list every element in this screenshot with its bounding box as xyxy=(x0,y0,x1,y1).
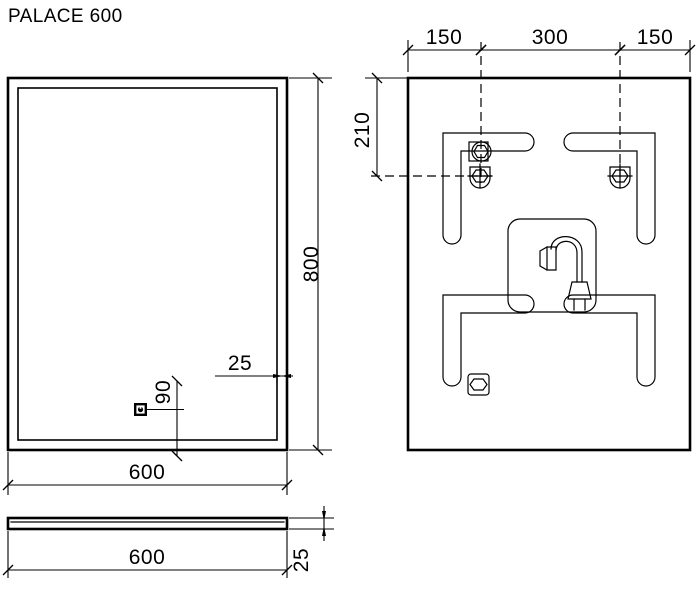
power-box-outline xyxy=(507,218,597,313)
dimension-label-front-width: 600 xyxy=(129,461,166,484)
bracket-channel-bottom-left xyxy=(442,294,535,387)
page-title: PALACE 600 xyxy=(8,6,123,27)
dimension-frame-edge: 25 xyxy=(215,352,293,383)
bracket-channel-top-right xyxy=(563,132,656,245)
bracket-channel-top-left xyxy=(442,132,535,245)
dimension-front-height: 800 xyxy=(289,72,332,456)
section-profile-outer xyxy=(6,516,289,531)
dimension-label-back-left: 150 xyxy=(426,26,463,49)
fixing-bottom-left xyxy=(467,373,490,396)
dimension-section-depth: 25 xyxy=(289,506,334,572)
dimension-sensor-height: 90 xyxy=(147,375,184,462)
power-supply-box xyxy=(507,218,597,313)
front-elevation-view xyxy=(6,76,289,452)
power-cable-inner xyxy=(555,240,578,283)
dimension-label-back-top: 210 xyxy=(351,112,374,149)
driver-body-icon xyxy=(539,246,557,271)
dimension-front-width: 600 xyxy=(2,452,293,495)
mirror-inner-glass xyxy=(17,87,278,441)
dimension-label-section-depth: 25 xyxy=(290,548,313,572)
power-cable xyxy=(550,236,583,283)
dimension-label-back-center: 300 xyxy=(532,26,569,49)
mirror-outer-frame xyxy=(6,76,289,452)
plug-icon xyxy=(567,281,592,311)
dimension-label-sensor-height: 90 xyxy=(152,380,175,404)
dimension-rear-top-offset: 210 xyxy=(351,72,408,182)
dimension-label-frame-edge: 25 xyxy=(228,352,252,375)
rear-panel-outline xyxy=(406,76,692,452)
dimension-label-section-width: 600 xyxy=(129,546,166,569)
dimension-rear-top-chain: 150 300 150 xyxy=(402,26,696,72)
dimension-label-back-right: 150 xyxy=(637,26,674,49)
touch-sensor-icon xyxy=(134,403,147,416)
bracket-channel-bottom-right xyxy=(563,294,656,387)
section-view xyxy=(6,516,289,531)
dimension-section-width: 600 xyxy=(2,531,293,578)
dimension-label-front-height: 800 xyxy=(300,246,323,283)
rear-view xyxy=(371,42,692,452)
